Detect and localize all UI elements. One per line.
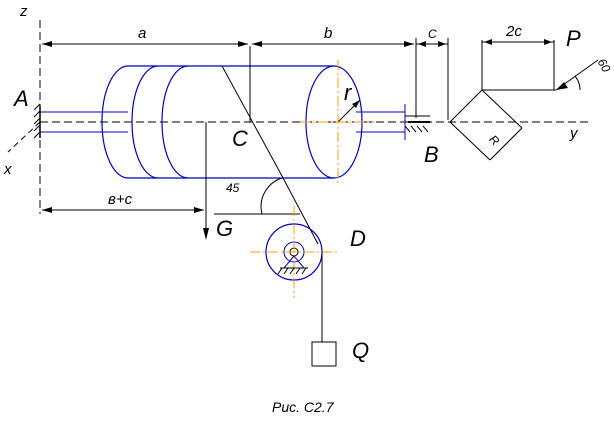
bearing-a bbox=[33, 103, 64, 139]
label-dim-a: a bbox=[138, 25, 146, 42]
label-dim-c: C bbox=[428, 27, 437, 41]
dimension-c bbox=[416, 38, 449, 120]
crank-arm bbox=[449, 40, 556, 161]
label-r-big: R bbox=[486, 132, 502, 148]
angle-45-arc bbox=[260, 177, 283, 215]
dimension-a bbox=[42, 41, 248, 47]
rope-to-pulley bbox=[281, 175, 319, 245]
pulley-d bbox=[250, 206, 338, 298]
label-r-small: r bbox=[344, 80, 353, 105]
label-c-point: C bbox=[232, 126, 248, 151]
dimension-bc bbox=[42, 207, 204, 213]
label-d-point: D bbox=[350, 226, 366, 251]
radius-r-arrow bbox=[352, 100, 360, 108]
label-axis-y: y bbox=[569, 125, 579, 142]
gravity-g-arrow bbox=[203, 228, 209, 240]
dimension-2c bbox=[482, 39, 554, 45]
label-q-point: Q bbox=[352, 338, 369, 363]
angle-60-arc bbox=[574, 75, 581, 91]
label-axis-z: z bbox=[19, 3, 28, 20]
label-angle-45: 45 bbox=[226, 181, 240, 195]
figure-caption: Рис. С2.7 bbox=[272, 399, 335, 415]
shaft bbox=[64, 111, 405, 133]
label-dim-2c: 2c bbox=[505, 23, 522, 40]
label-axis-x: x bbox=[3, 161, 12, 178]
label-g-point: G bbox=[216, 216, 233, 241]
label-b-point: B bbox=[424, 142, 439, 167]
label-angle-60: 60 bbox=[595, 56, 614, 75]
weight-q-box bbox=[311, 341, 337, 367]
drum-diagonal-line bbox=[221, 65, 283, 177]
label-dim-bc: в+с bbox=[108, 191, 133, 208]
label-p-point: P bbox=[566, 26, 581, 51]
force-p-arrow bbox=[556, 82, 568, 90]
x-axis-line bbox=[7, 121, 41, 153]
label-dim-b: b bbox=[324, 25, 332, 42]
label-a-point: A bbox=[12, 86, 29, 111]
bearing-b bbox=[404, 104, 430, 140]
dimension-b bbox=[252, 38, 417, 118]
